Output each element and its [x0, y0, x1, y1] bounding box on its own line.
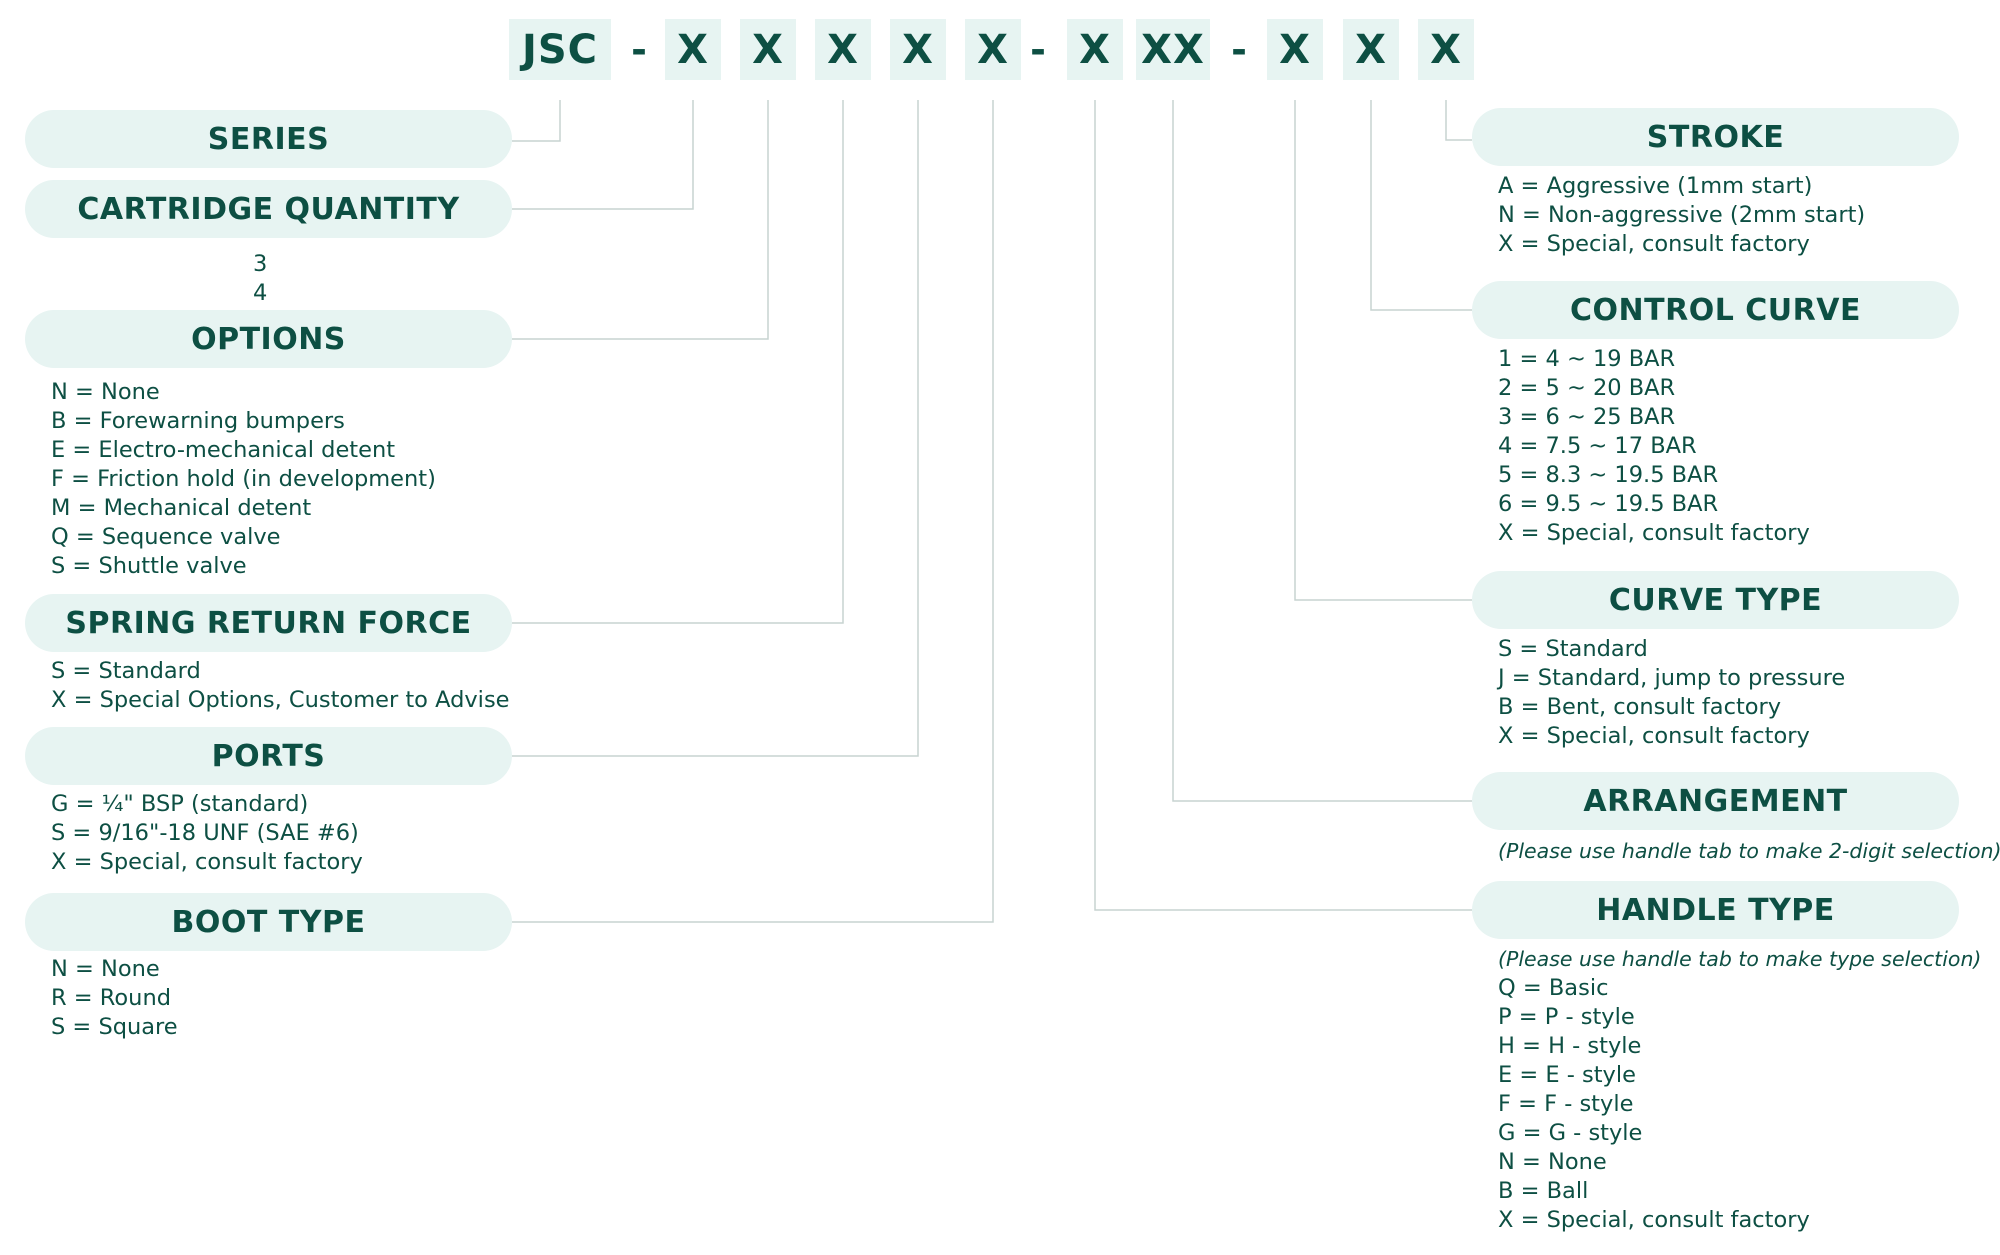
code-segment-handle-type: X [1067, 19, 1123, 80]
connector-arrangement [1172, 100, 1472, 802]
code-separator: - [631, 27, 647, 72]
connector-curve-type [1294, 100, 1472, 601]
connector-spring-return-force [512, 100, 844, 624]
arrangement-note: (Please use handle tab to make 2-digit s… [1498, 839, 2000, 863]
code-segment-control-curve: X [1343, 19, 1399, 80]
connector-options [512, 100, 769, 340]
code-segment-cartridge-quantity: X [665, 19, 721, 80]
option-item: X = Special, consult factory [1498, 520, 1810, 546]
control-curve-options: 1 = 4 ~ 19 BAR 2 = 5 ~ 20 BAR 3 = 6 ~ 25… [1498, 345, 1810, 548]
option-item: F = F - style [1498, 1091, 1634, 1117]
option-item: S = 9/16"-18 UNF (SAE #6) [51, 820, 359, 846]
code-segment-ports: X [890, 19, 946, 80]
code-segment-arrangement: XX [1136, 19, 1210, 80]
code-segment-spring-return-force: X [815, 19, 871, 80]
option-item: R = Round [51, 985, 171, 1011]
ports-label: PORTS [25, 727, 512, 785]
option-item: 1 = 4 ~ 19 BAR [1498, 346, 1676, 372]
option-item: X = Special, consult factory [1498, 723, 1810, 749]
curve-type-options: S = Standard J = Standard, jump to press… [1498, 635, 1845, 751]
option-item: F = Friction hold (in development) [51, 466, 436, 492]
handle-type-note: (Please use handle tab to make type sele… [1498, 947, 1982, 971]
connector-handle-type [1094, 100, 1472, 911]
cartridge-quantity-label: CARTRIDGE QUANTITY [25, 180, 512, 238]
option-item: 3 [253, 251, 268, 277]
control-curve-label: CONTROL CURVE [1472, 281, 1959, 339]
connector-boot-type [512, 100, 994, 923]
connector-stroke [1445, 100, 1472, 141]
handle-type-label: HANDLE TYPE [1472, 881, 1959, 939]
boot-type-options: N = None R = Round S = Square [51, 955, 178, 1042]
option-item: X = Special, consult factory [1498, 231, 1810, 257]
option-item: H = H - style [1498, 1033, 1642, 1059]
option-item: B = Forewarning bumpers [51, 408, 345, 434]
option-item: N = None [1498, 1149, 1607, 1175]
option-item: B = Ball [1498, 1178, 1589, 1204]
handle-type-options: (Please use handle tab to make type sele… [1498, 945, 1981, 1235]
option-item: J = Standard, jump to pressure [1498, 665, 1846, 691]
option-item: G = G - style [1498, 1120, 1643, 1146]
connector-series [512, 100, 561, 142]
option-item: A = Aggressive (1mm start) [1498, 173, 1813, 199]
option-item: G = ¼" BSP (standard) [51, 791, 309, 817]
option-item: 6 = 9.5 ~ 19.5 BAR [1498, 491, 1719, 517]
spring-return-force-label: SPRING RETURN FORCE [25, 594, 512, 652]
option-item: N = None [51, 956, 160, 982]
option-item: S = Shuttle valve [51, 553, 247, 579]
option-item: 4 [253, 280, 268, 306]
ports-options: G = ¼" BSP (standard) S = 9/16"-18 UNF (… [51, 790, 363, 877]
arrangement-label: ARRANGEMENT [1472, 772, 1959, 830]
option-item: 2 = 5 ~ 20 BAR [1498, 375, 1676, 401]
connector-control-curve [1370, 100, 1472, 311]
spring-return-force-options: S = Standard X = Special Options, Custom… [51, 657, 510, 715]
connector-ports [512, 100, 919, 757]
options-options: N = None B = Forewarning bumpers E = Ele… [51, 378, 436, 581]
option-item: S = Standard [51, 658, 201, 684]
curve-type-label: CURVE TYPE [1472, 571, 1959, 629]
option-item: S = Standard [1498, 636, 1648, 662]
series-label: SERIES [25, 110, 512, 168]
option-item: 5 = 8.3 ~ 19.5 BAR [1498, 462, 1719, 488]
code-segment-stroke: X [1418, 19, 1474, 80]
option-item: P = P - style [1498, 1004, 1635, 1030]
code-segment-series: JSC [509, 19, 611, 80]
option-item: M = Mechanical detent [51, 495, 312, 521]
options-label: OPTIONS [25, 310, 512, 368]
option-item: B = Bent, consult factory [1498, 694, 1782, 720]
option-item: N = None [51, 379, 160, 405]
code-segment-curve-type: X [1267, 19, 1323, 80]
option-item: Q = Basic [1498, 975, 1609, 1001]
option-item: E = Electro-mechanical detent [51, 437, 396, 463]
cartridge-quantity-options: 3 4 [253, 250, 267, 308]
option-item: S = Square [51, 1014, 178, 1040]
stroke-label: STROKE [1472, 108, 1959, 166]
option-item: N = Non-aggressive (2mm start) [1498, 202, 1866, 228]
boot-type-label: BOOT TYPE [25, 893, 512, 951]
option-item: X = Special, consult factory [51, 849, 363, 875]
code-separator: - [1030, 27, 1046, 72]
connector-cartridge-quantity [512, 100, 694, 210]
arrangement-options: (Please use handle tab to make 2-digit s… [1498, 837, 2000, 866]
stroke-options: A = Aggressive (1mm start) N = Non-aggre… [1498, 172, 1865, 259]
option-item: X = Special Options, Customer to Advise [51, 687, 510, 713]
option-item: 3 = 6 ~ 25 BAR [1498, 404, 1676, 430]
option-item: E = E - style [1498, 1062, 1636, 1088]
code-segment-options: X [740, 19, 796, 80]
code-segment-boot-type: X [965, 19, 1021, 80]
option-item: Q = Sequence valve [51, 524, 281, 550]
code-separator: - [1231, 27, 1247, 72]
option-item: 4 = 7.5 ~ 17 BAR [1498, 433, 1697, 459]
option-item: X = Special, consult factory [1498, 1207, 1810, 1233]
